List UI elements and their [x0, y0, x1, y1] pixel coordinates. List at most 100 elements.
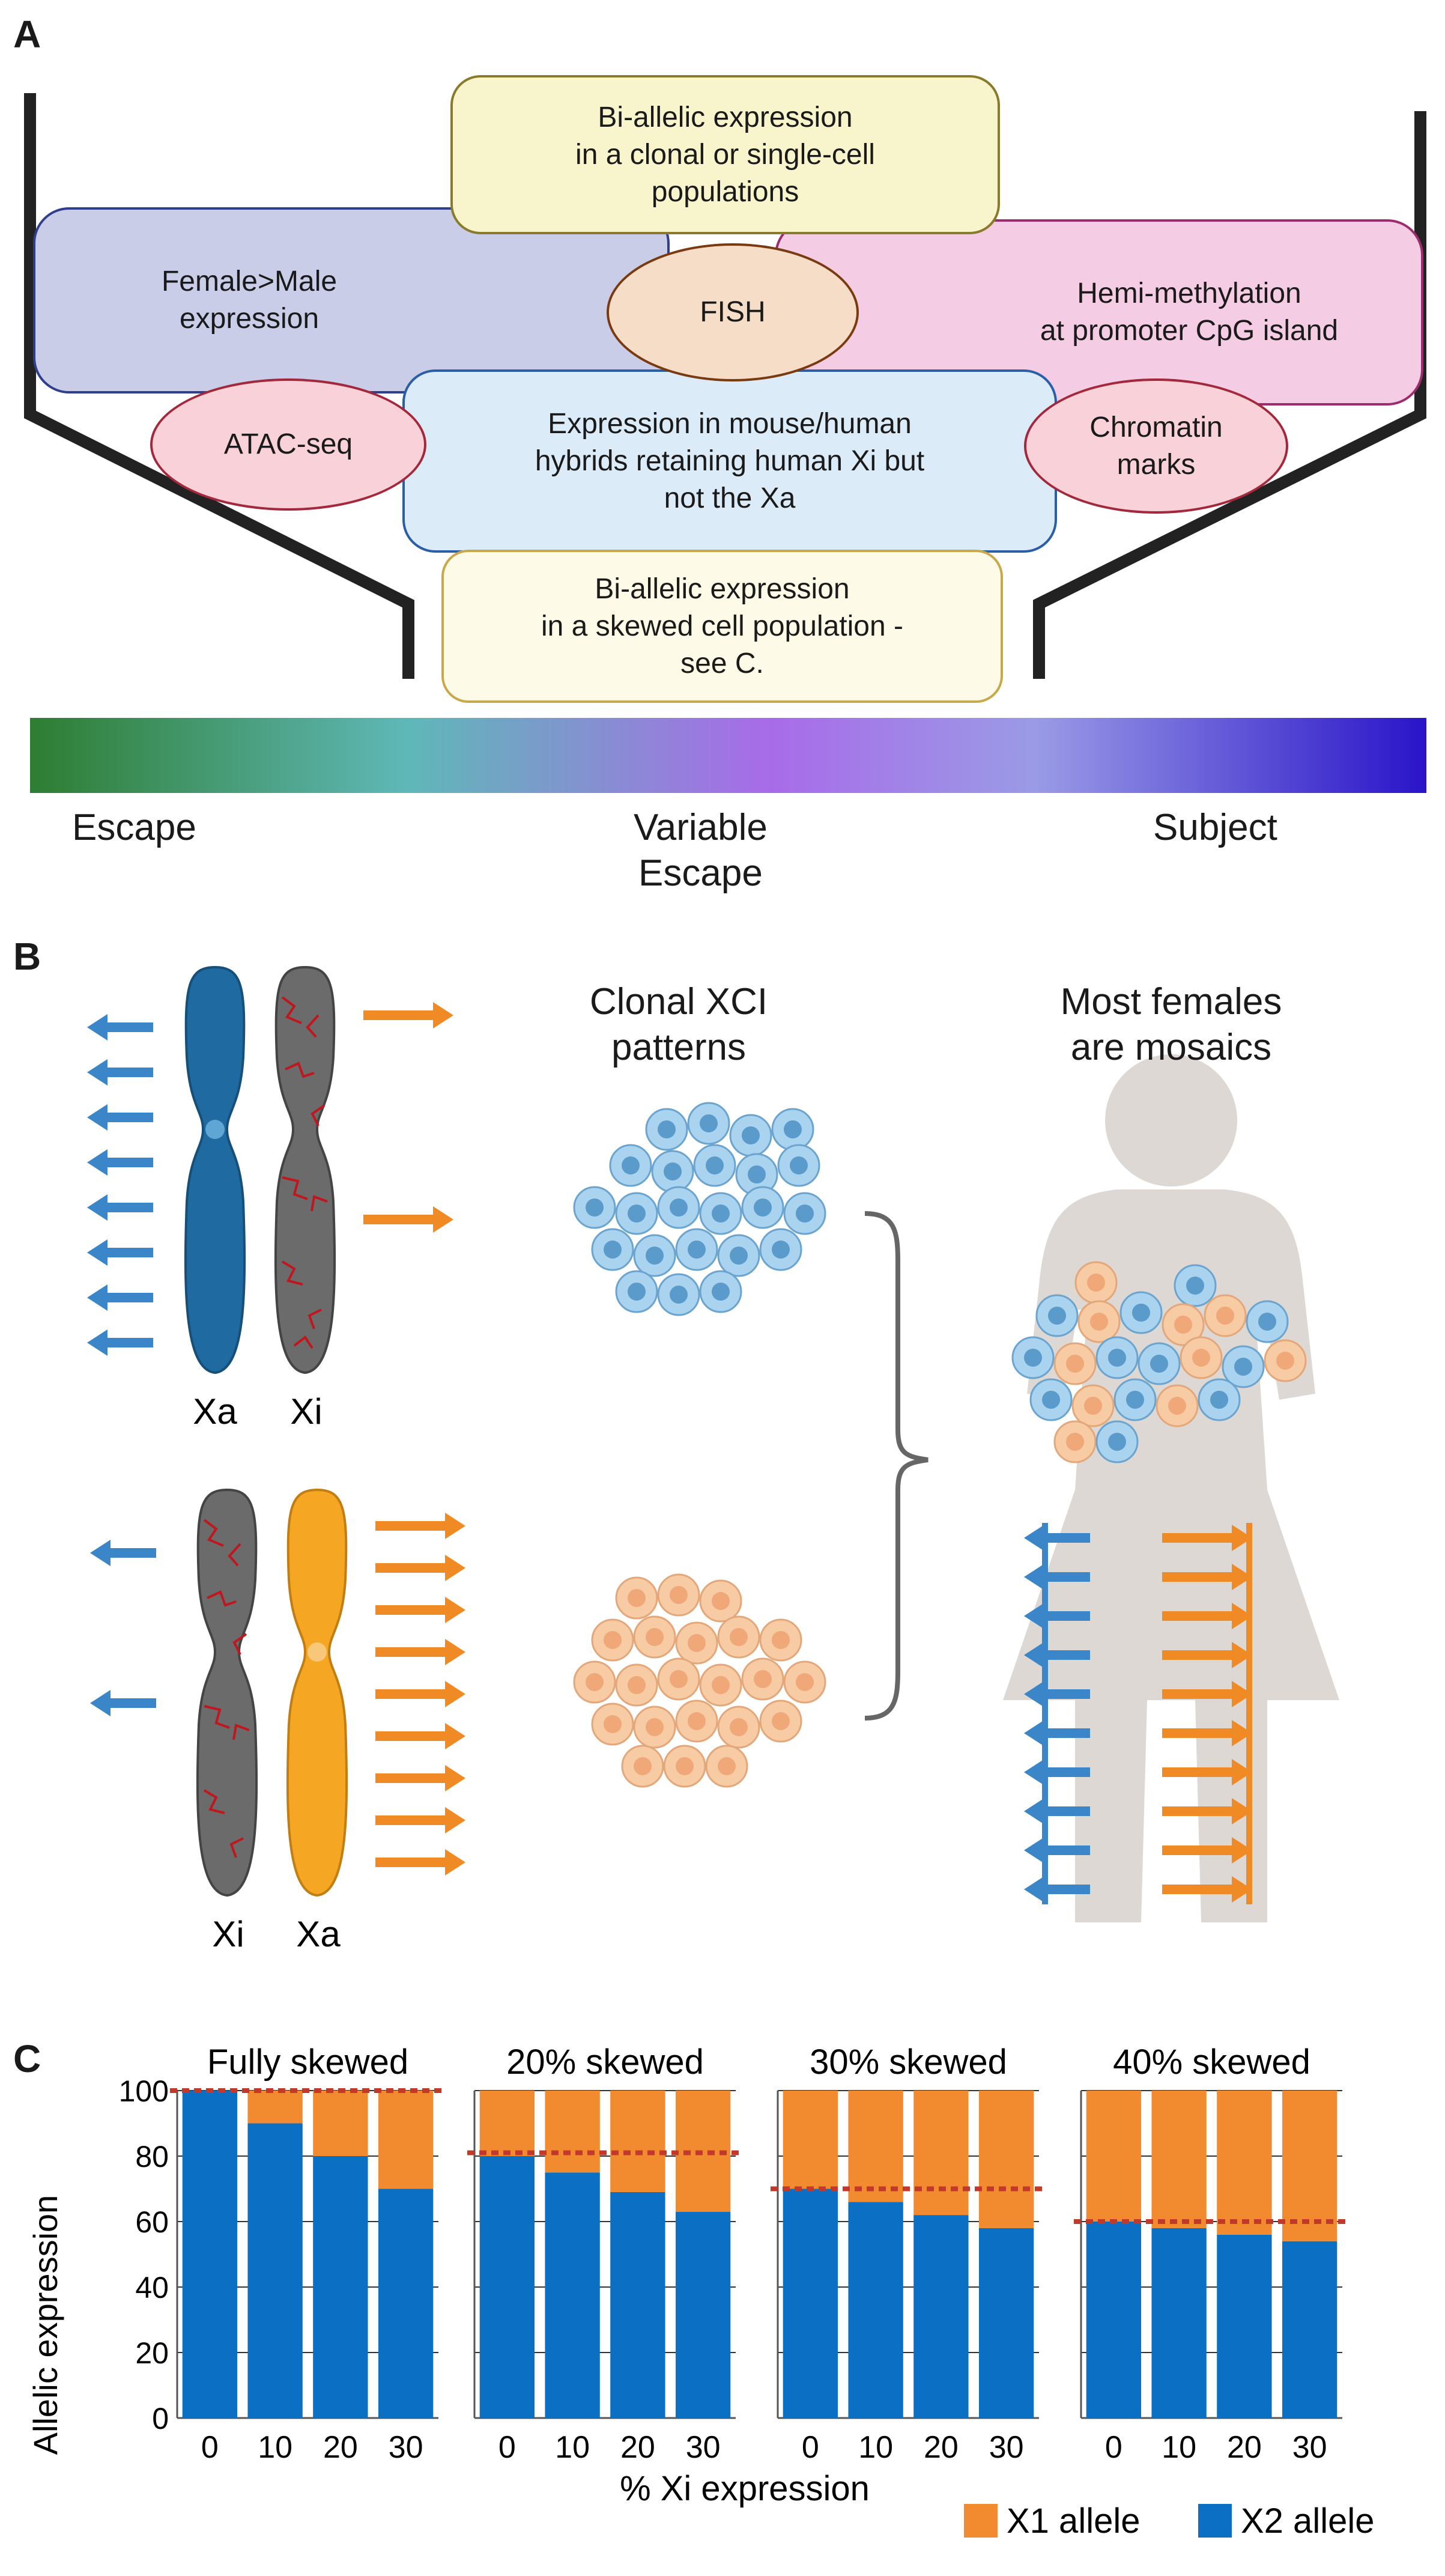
- chromosome-xi-bottom: [196, 1488, 258, 1897]
- box-atac-seq: ATAC-seq: [150, 378, 426, 511]
- centromere-icon: [205, 1120, 225, 1139]
- clonal-xci-title: Clonal XCI patterns: [589, 981, 768, 1068]
- female-male-text: Female>Male expression: [161, 266, 338, 335]
- chart-title: 30% skewed: [810, 2043, 1007, 2082]
- bar-x2-allele: [1151, 2228, 1207, 2418]
- y-tick-label: 80: [135, 2140, 169, 2174]
- x-tick-label: 10: [555, 2430, 590, 2465]
- escape-gradient-bar: [30, 718, 1426, 793]
- bar-x2-allele: [913, 2215, 969, 2418]
- x-tick-label: 10: [258, 2430, 292, 2465]
- x-tick-label: 20: [323, 2430, 358, 2465]
- bar-x2-allele: [313, 2156, 368, 2418]
- mosaic-title: Most females are mosaics: [1060, 981, 1282, 1068]
- x-tick-label: 0: [802, 2430, 819, 2465]
- panel-c-charts: Allelic expression % Xi expression X1 al…: [26, 2043, 1374, 2541]
- bar-x2-allele: [479, 2156, 535, 2418]
- box-fish: FISH: [607, 243, 859, 381]
- orange-cell-cluster: [573, 1573, 826, 1788]
- blue-cell-cluster: [573, 1102, 826, 1316]
- legend-x1-swatch: [964, 2504, 998, 2538]
- bar-x1-allele: [1086, 2091, 1142, 2222]
- x-tick-label: 30: [389, 2430, 423, 2465]
- x-tick-label: 20: [1227, 2430, 1262, 2465]
- xist-coating-top: [281, 996, 328, 1349]
- hybrids-text: Expression in mouse/human hybrids retain…: [535, 407, 925, 514]
- y-axis-label: Allelic expression: [26, 2195, 64, 2455]
- bar-x1-allele: [378, 2091, 434, 2189]
- bar-x1-allele: [545, 2091, 600, 2173]
- box-hybrids: Expression in mouse/human hybrids retain…: [402, 369, 1057, 553]
- panel-b-letter: B: [13, 935, 41, 978]
- bar-x1-allele: [610, 2091, 665, 2192]
- bar-x2-allele: [378, 2189, 434, 2418]
- label-xa-top: Xa: [193, 1391, 237, 1432]
- scale-label-subject: Subject: [1153, 807, 1277, 848]
- chromosome-xi-top: [274, 965, 336, 1375]
- legend-x2-label: X2 allele: [1241, 2502, 1374, 2541]
- xist-coating-bottom: [203, 1519, 250, 1858]
- box-chromatin-marks: Chromatin marks: [1024, 378, 1288, 514]
- box-female-male-expression: Female>Male expression: [33, 207, 670, 393]
- scale-label-escape: Escape: [72, 807, 196, 848]
- y-tick-label: 0: [152, 2402, 169, 2435]
- panel-c-letter: C: [13, 2037, 41, 2080]
- bar-x2-allele: [1282, 2241, 1337, 2418]
- x-axis-label: % Xi expression: [620, 2469, 870, 2508]
- box-biallelic-skewed: Bi-allelic expression in a skewed cell p…: [441, 550, 1003, 703]
- panel-a-letter: A: [13, 13, 41, 56]
- bar-x1-allele: [479, 2091, 535, 2156]
- box-biallelic-clonal: Bi-allelic expression in a clonal or sin…: [450, 75, 1000, 234]
- bar-x1-allele: [247, 2091, 303, 2124]
- label-xa-bottom: Xa: [296, 1914, 341, 1954]
- bar-x1-allele: [913, 2091, 969, 2216]
- bar-x2-allele: [247, 2123, 303, 2418]
- bar-x2-allele: [182, 2091, 238, 2418]
- bar-x1-allele: [313, 2091, 368, 2156]
- x-tick-label: 0: [1105, 2430, 1122, 2465]
- bar-x1-allele: [848, 2091, 903, 2202]
- bar-x2-allele: [545, 2172, 600, 2418]
- chart-title: 20% skewed: [506, 2043, 704, 2082]
- legend-x1-label: X1 allele: [1007, 2502, 1140, 2541]
- orange-escape-arrows-bottom: [375, 1513, 465, 1876]
- bar-x2-allele: [978, 2228, 1034, 2418]
- x-tick-label: 30: [686, 2430, 721, 2465]
- x-tick-label: 20: [620, 2430, 655, 2465]
- bar-x2-allele: [675, 2211, 731, 2418]
- bar-x1-allele: [1151, 2091, 1207, 2228]
- y-tick-label: 20: [135, 2336, 169, 2370]
- fish-text: FISH: [700, 296, 766, 328]
- bar-x1-allele: [1217, 2091, 1272, 2235]
- bar-x2-allele: [1217, 2234, 1272, 2418]
- chromosome-xa-top: [184, 965, 246, 1375]
- label-xi-top: Xi: [290, 1391, 322, 1432]
- bar-x2-allele: [610, 2192, 665, 2418]
- x-tick-label: 30: [989, 2430, 1024, 2465]
- x-tick-label: 10: [1162, 2430, 1196, 2465]
- blue-escape-arrows-top: [87, 1014, 153, 1356]
- y-tick-label: 60: [135, 2205, 169, 2239]
- legend-x2-swatch: [1198, 2504, 1232, 2538]
- brace-connector: [864, 1211, 928, 1721]
- chromatin-text: Chromatin marks: [1089, 411, 1223, 481]
- scale-label-variable: Variable Escape: [634, 807, 768, 894]
- bar-x1-allele: [1282, 2091, 1337, 2241]
- y-tick-label: 100: [119, 2074, 169, 2108]
- female-silhouette: [1003, 1054, 1339, 1922]
- panel-b-illustration: Xa Xi Xi Xa: [0, 965, 1339, 1954]
- hemi-methylation-text: Hemi-methylation at promoter CpG island: [1040, 278, 1339, 347]
- bar-x1-allele: [978, 2091, 1034, 2228]
- y-tick-label: 40: [135, 2271, 169, 2304]
- x-tick-label: 30: [1292, 2430, 1327, 2465]
- chart-title: 40% skewed: [1113, 2043, 1310, 2082]
- biallelic-skewed-text: Bi-allelic expression in a skewed cell p…: [541, 573, 904, 679]
- x-tick-label: 10: [858, 2430, 893, 2465]
- orange-escape-arrows-top: [363, 1002, 453, 1233]
- bar-x2-allele: [1086, 2222, 1142, 2418]
- bar-x1-allele: [783, 2091, 838, 2189]
- label-xi-bottom: Xi: [212, 1914, 244, 1954]
- atac-seq-text: ATAC-seq: [223, 428, 353, 460]
- bar-x2-allele: [848, 2202, 903, 2418]
- chart-title: Fully skewed: [207, 2043, 408, 2082]
